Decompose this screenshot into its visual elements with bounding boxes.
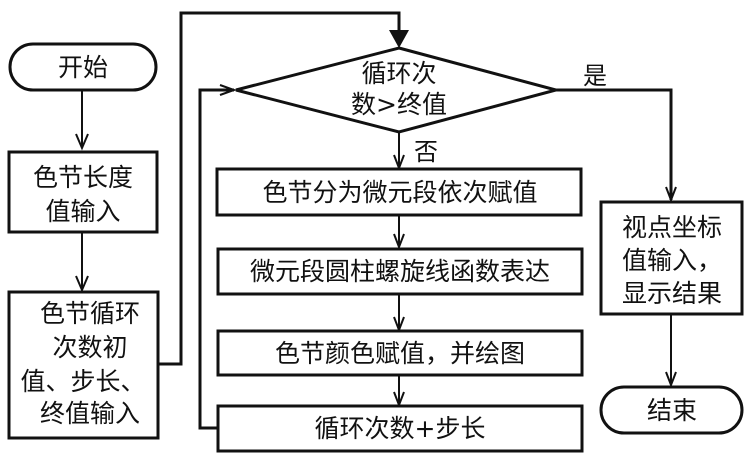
node-end: 结束 bbox=[599, 385, 744, 435]
node-viewpoint-line2: 值输入， bbox=[622, 246, 722, 275]
arrow-down-icon bbox=[393, 233, 405, 250]
edge-increment-to-decision-loop bbox=[198, 84, 237, 430]
process-shape bbox=[7, 290, 160, 440]
node-loop-params-line4: 终值输入 bbox=[40, 399, 140, 428]
edge-start-to-input-length bbox=[75, 90, 89, 151]
terminator-shape bbox=[599, 385, 744, 435]
arrow-down-icon bbox=[665, 186, 677, 203]
node-loop-params-line2: 次数初 bbox=[52, 333, 127, 362]
node-increment: 循环次数+步长 bbox=[216, 404, 584, 453]
edge-color-to-increment bbox=[393, 375, 405, 408]
edge-decision-to-viewpoint-yes bbox=[556, 88, 677, 203]
node-viewpoint: 视点坐标 值输入， 显示结果 bbox=[599, 200, 744, 316]
node-input-length-line2: 值输入 bbox=[45, 197, 120, 226]
process-shape bbox=[216, 404, 584, 453]
decision-shape bbox=[235, 46, 562, 134]
node-helix-function: 微元段圆柱螺旋线函数表达 bbox=[216, 247, 584, 296]
node-decision-line1: 循环次 bbox=[361, 59, 436, 88]
node-color-draw: 色节颜色赋值，并绘图 bbox=[216, 329, 584, 377]
process-shape bbox=[216, 247, 584, 296]
node-start: 开始 bbox=[8, 42, 158, 92]
process-shape bbox=[599, 200, 744, 316]
edge-helix-to-color bbox=[393, 294, 405, 333]
node-decision: 循环次 数>终值 bbox=[235, 46, 562, 134]
node-increment-text: 循环次数+步长 bbox=[315, 414, 486, 443]
node-split-segments: 色节分为微元段依次赋值 bbox=[215, 167, 583, 217]
terminator-shape bbox=[8, 42, 158, 92]
edge-label-no: 否 bbox=[414, 138, 438, 166]
arrow-down-icon bbox=[665, 371, 677, 388]
process-shape bbox=[216, 329, 584, 377]
edge-viewpoint-to-end bbox=[665, 314, 677, 388]
node-loop-params-line3: 值、步长、 bbox=[20, 367, 145, 396]
edge-split-to-helix bbox=[393, 215, 405, 250]
node-input-length: 色节长度 值输入 bbox=[7, 150, 159, 234]
node-input-loop-params: 色节循环 次数初 值、步长、 终值输入 bbox=[7, 290, 160, 440]
process-shape bbox=[215, 167, 583, 217]
edge-input-length-to-loop-params bbox=[75, 232, 89, 293]
node-start-text: 开始 bbox=[58, 53, 108, 82]
node-helix-function-text: 微元段圆柱螺旋线函数表达 bbox=[250, 257, 550, 286]
node-viewpoint-line1: 视点坐标 bbox=[622, 213, 722, 242]
node-decision-line2: 数>终值 bbox=[351, 90, 447, 119]
node-end-text: 结束 bbox=[647, 396, 697, 425]
arrow-down-icon bbox=[75, 133, 89, 151]
node-color-draw-text: 色节颜色赋值，并绘图 bbox=[275, 339, 525, 368]
arrow-right-icon bbox=[219, 84, 237, 96]
arrow-down-icon bbox=[75, 275, 89, 293]
node-loop-params-line1: 色节循环 bbox=[40, 299, 140, 328]
arrow-down-filled-icon bbox=[389, 30, 409, 48]
edge-label-yes: 是 bbox=[583, 62, 607, 90]
node-split-segments-text: 色节分为微元段依次赋值 bbox=[262, 178, 537, 207]
edge-decision-to-split-no bbox=[393, 132, 405, 171]
node-input-length-line1: 色节长度 bbox=[33, 163, 133, 192]
process-shape bbox=[7, 150, 159, 234]
edge-loop-params-to-decision bbox=[158, 11, 409, 366]
node-viewpoint-line3: 显示结果 bbox=[622, 279, 722, 308]
